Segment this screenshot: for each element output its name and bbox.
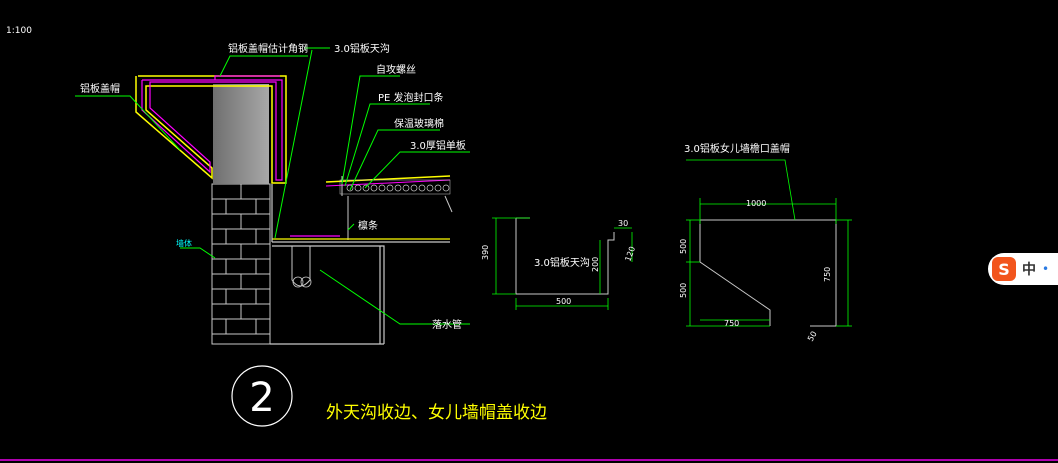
leader-lines (75, 47, 470, 325)
section-title: 外天沟收边、女儿墙帽盖收边 (326, 403, 547, 423)
break-line (444, 195, 453, 213)
cap-dim-left-lower: 500 (679, 283, 688, 298)
label-pe-foam-strip: PE 发泡封口条 (378, 91, 444, 104)
gutter-dim-lip: 30 (618, 219, 628, 228)
cap-dim-left-upper: 500 (679, 239, 688, 254)
label-purlin: 檩条 (358, 219, 378, 232)
cap-detail-dims (686, 159, 852, 327)
downpipe-outlet (292, 276, 304, 288)
cap-bracket-angle (214, 75, 280, 80)
brick-wall (211, 183, 271, 345)
gutter-detail-label: 3.0铝板天沟 (534, 256, 590, 269)
aluminum-cap-inner (141, 79, 283, 181)
label-aluminum-cap: 铝板盖帽 (80, 82, 120, 95)
gutter-detail-dims (492, 217, 633, 310)
detail-number: 2 (249, 375, 274, 421)
cap-detail-label: 3.0铝板女儿墙檐口盖帽 (684, 142, 790, 155)
cap-dim-right-height: 750 (823, 267, 832, 282)
label-aluminum-sheet: 3.0厚铝单板 (410, 139, 466, 152)
cap-dim-bottom-width: 750 (724, 319, 739, 328)
parapet-block (213, 84, 269, 184)
gutter-dim-height-left: 390 (481, 245, 490, 260)
gutter-section (270, 184, 450, 345)
gutter-dim-height-right: 200 (591, 257, 600, 272)
scale-label: 1:100 (6, 26, 32, 36)
cap-dim-drip: 50 (806, 330, 819, 343)
cap-dim-top-width: 1000 (746, 199, 766, 208)
cap-detail (699, 219, 837, 327)
sogou-logo-icon[interactable]: S (992, 257, 1016, 281)
label-insulation-wool: 保温玻璃棉 (394, 117, 444, 130)
gutter-detail (515, 217, 615, 295)
viewport-bottom-border (0, 459, 1058, 461)
ime-toolbar[interactable]: S 中 • (988, 253, 1058, 285)
label-wall: 墙体 (176, 238, 192, 248)
insulation-pattern (346, 184, 450, 192)
aluminum-cap-outer (135, 75, 287, 184)
downpipe-outlet-2 (300, 276, 312, 288)
gutter-dim-flange: 120 (623, 245, 637, 262)
label-self-tapping-screw: 自攻螺丝 (376, 63, 416, 76)
ime-language-toggle[interactable]: 中 (1022, 262, 1036, 278)
label-downpipe: 落水管 (432, 318, 462, 331)
label-gutter: 3.0铝板天沟 (334, 42, 390, 55)
detail-number-bubble (231, 365, 293, 427)
gutter-dim-width: 500 (556, 297, 571, 306)
label-cap-bracket: 铝板盖帽估计角钢 (228, 42, 308, 55)
ime-punctuation-icon[interactable]: • (1042, 262, 1050, 276)
